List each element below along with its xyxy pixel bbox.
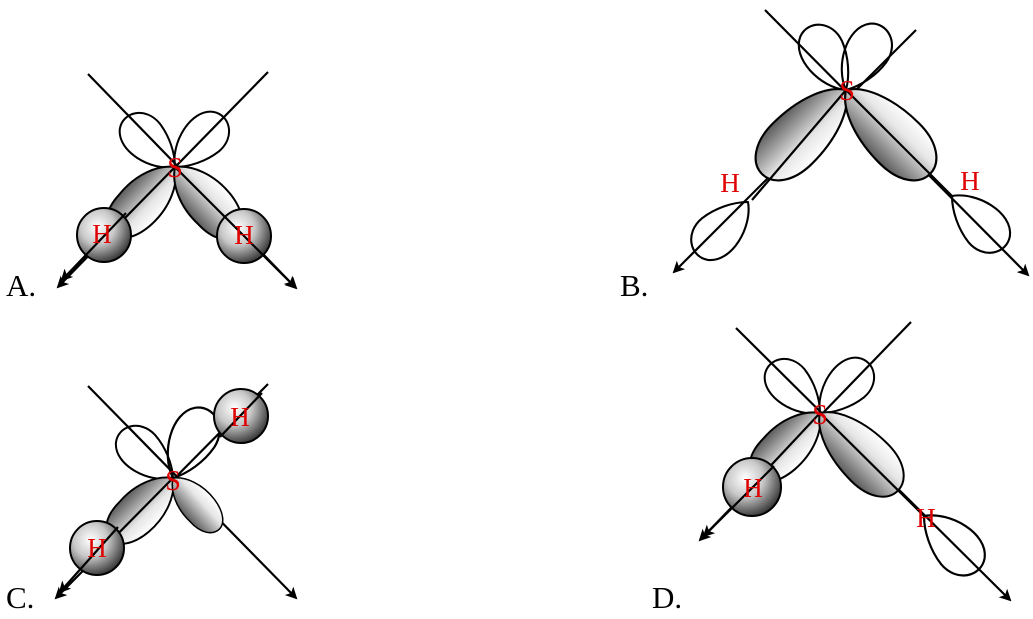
- axis-overlay: [845, 89, 953, 197]
- sulfur-label: S: [839, 76, 855, 107]
- hydrogen-label-lower: H: [87, 533, 107, 563]
- sulfur-label: S: [812, 400, 828, 431]
- hydrogen-label-left: H: [92, 219, 112, 249]
- hydrogen-label-right: H: [916, 503, 936, 533]
- hydrogen-label-right: H: [960, 166, 980, 196]
- sulfur-label: S: [165, 466, 181, 497]
- panel-d: S H H D.: [652, 321, 1012, 615]
- hydrogen-label-left: H: [743, 473, 763, 503]
- hydrogen-label-right: H: [234, 220, 254, 250]
- hydrogen-label-left: H: [720, 168, 740, 198]
- panel-label-b: B.: [620, 268, 648, 303]
- panel-label-a: A.: [6, 268, 36, 303]
- panel-b: S H H B.: [620, 9, 1030, 303]
- hydrogen-label-upper: H: [230, 402, 250, 432]
- panel-label-c: C.: [6, 580, 34, 615]
- sulfur-label: S: [167, 153, 183, 184]
- axis-arrow-left: [702, 465, 775, 538]
- axis-arrow-right: [221, 213, 298, 290]
- axis-overlay: [219, 392, 263, 438]
- axis-overlay: [819, 412, 925, 517]
- axis-arrow-left: [58, 526, 119, 594]
- panel-a: S H H A.: [6, 71, 298, 303]
- panel-c: S H H C.: [6, 383, 298, 615]
- axis-overlay: [751, 89, 847, 201]
- panel-label-d: D.: [652, 580, 682, 615]
- axis-arrow-left: [60, 212, 127, 282]
